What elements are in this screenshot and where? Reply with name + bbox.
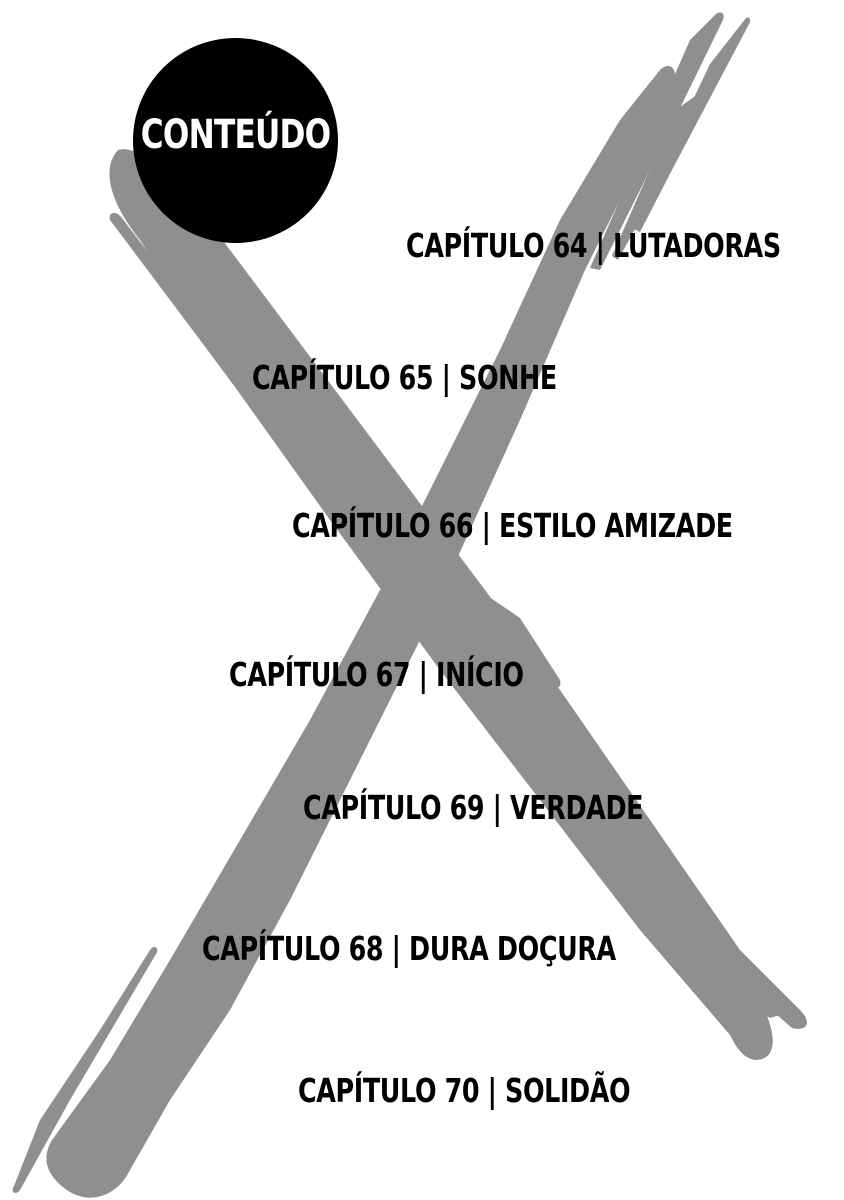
chapter-entry-66: CAPÍTULO 66 | ESTILO AMIZADE xyxy=(292,506,733,545)
contents-badge: CONTEÚDO xyxy=(133,38,338,243)
chapter-entry-65: CAPÍTULO 65 | SONHE xyxy=(252,358,557,397)
chapter-entry-69: CAPÍTULO 69 | VERDADE xyxy=(303,788,644,827)
contents-title: CONTEÚDO xyxy=(140,111,331,158)
chapter-entry-64: CAPÍTULO 64 | LUTADORAS xyxy=(406,226,781,265)
chapter-entry-68: CAPÍTULO 68 | DURA DOÇURA xyxy=(202,929,616,968)
chapter-entry-70: CAPÍTULO 70 | SOLIDÃO xyxy=(298,1071,631,1110)
chapter-entry-67: CAPÍTULO 67 | INÍCIO xyxy=(229,655,524,694)
